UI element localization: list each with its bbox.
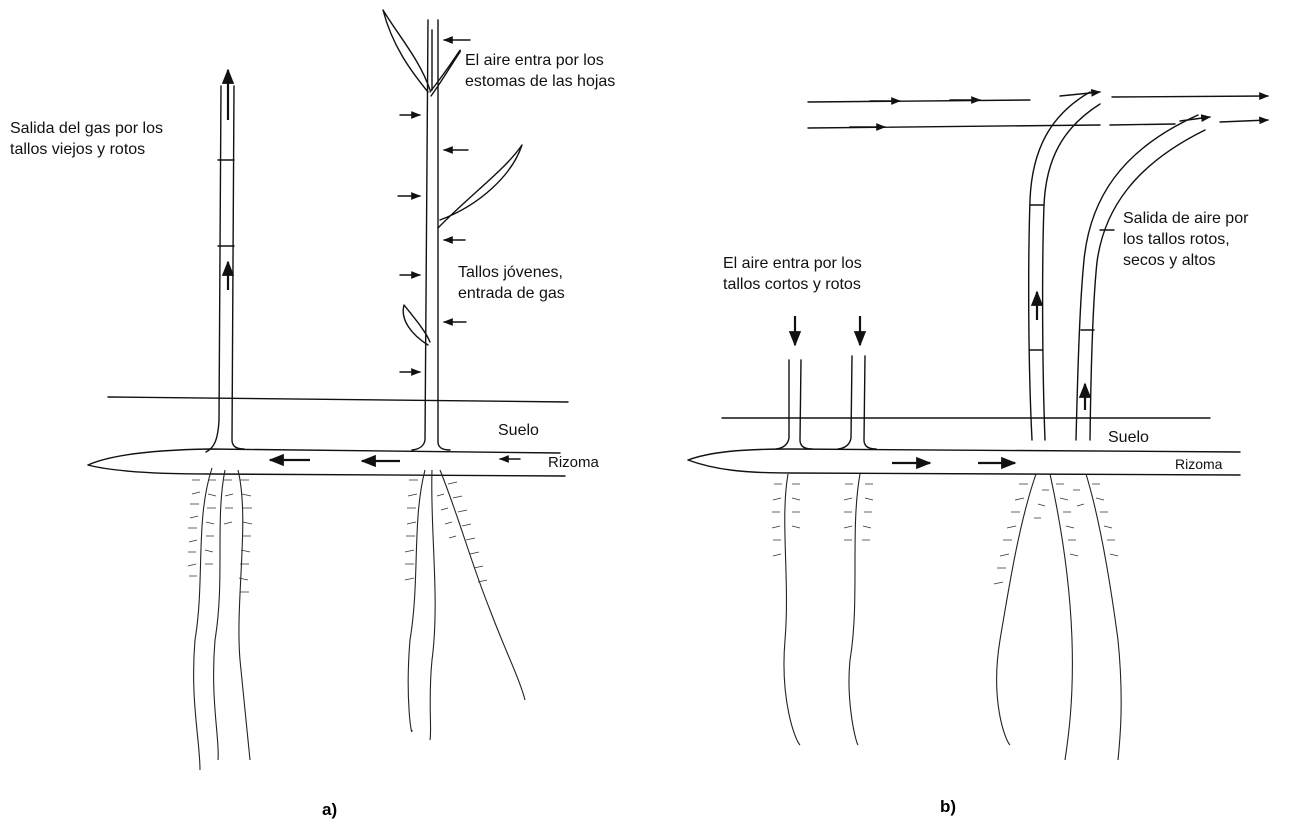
short-stem-1: [776, 316, 812, 449]
label-outflow-tall-stems: Salida de aire por los tallos rotos, sec…: [1123, 208, 1248, 271]
label-inflow-leaf-stomata: El aire entra por los estomas de las hoj…: [465, 50, 615, 92]
rhizome-a: [88, 449, 565, 476]
tall-stem-1: [1029, 92, 1100, 440]
rhizome-b: [688, 449, 1240, 475]
root-hairs-a: [188, 480, 487, 592]
leaf-1: [383, 10, 430, 92]
label-rhizome-b: Rizoma: [1175, 454, 1222, 475]
soil-line-a: [108, 397, 568, 402]
old-stem-a: [206, 70, 244, 452]
label-rhizome-a: Rizoma: [548, 452, 599, 473]
panel-a-letter: a): [322, 800, 337, 820]
wind-arrows: [808, 92, 1268, 128]
tall-stem-2: [1076, 115, 1205, 440]
label-young-stems-inflow: Tallos jóvenes, entrada de gas: [458, 262, 565, 304]
rhizome-flow-arrows-a: [270, 459, 520, 461]
roots-a: [188, 468, 525, 770]
label-soil-b: Suelo: [1108, 427, 1149, 448]
label-inflow-short-stems: El aire entra por los tallos cortos y ro…: [723, 253, 862, 295]
label-soil-a: Suelo: [498, 420, 539, 441]
panel-b-letter: b): [940, 797, 956, 817]
leaf-2: [438, 145, 522, 228]
label-outflow-old-stems: Salida del gas por los tallos viejos y r…: [10, 118, 163, 160]
panel-b: [688, 92, 1268, 760]
roots-b: [772, 474, 1121, 760]
short-stem-2: [838, 316, 876, 449]
